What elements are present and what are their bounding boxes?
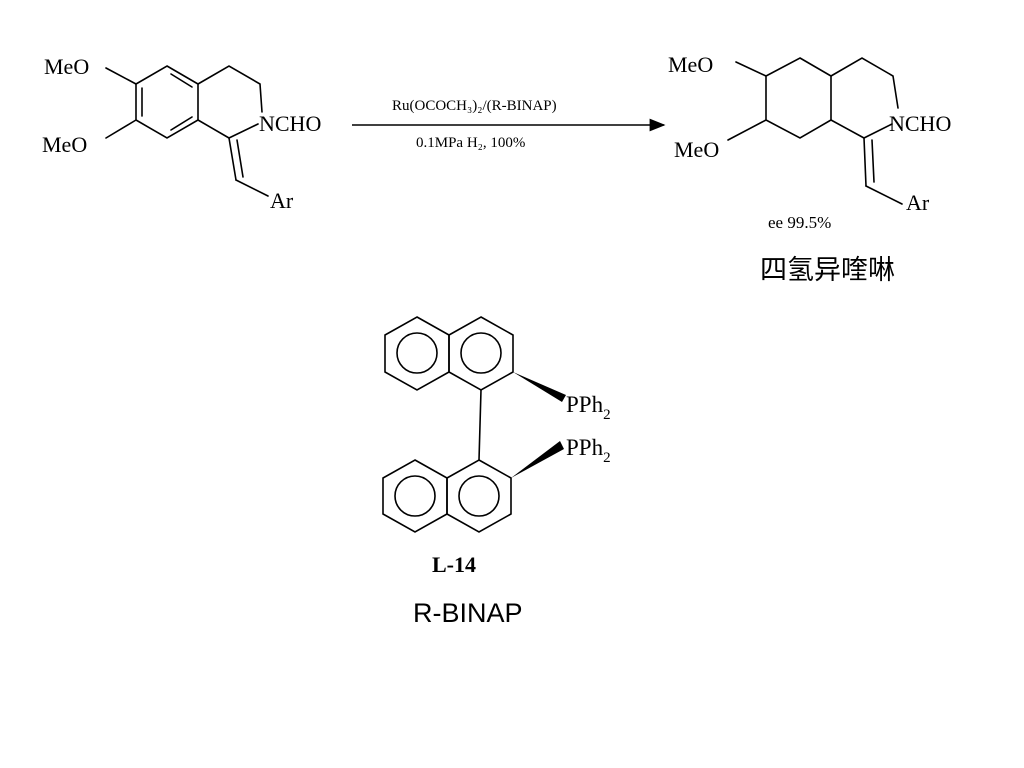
upper-naphthalene-left-ring [384,316,450,391]
product-structure [727,57,903,205]
upper-naphthalene-right-ring [448,316,514,391]
reactant-ome-top-label: MeO [44,54,89,79]
product-ome-top-label: MeO [668,52,713,77]
reactant-n-group-label: NCHO [259,111,321,136]
product-carbocycle [765,57,832,139]
product-ar-label: Ar [906,190,930,215]
reactant-ar-label: Ar [270,188,294,213]
reagent-label: Ru(OCOCH₃)₂/(R-BINAP) [392,98,557,114]
pph2-bottom-label: PPh2 [566,435,611,466]
binap-structure [382,316,566,533]
reactant-ome-bottom-label: MeO [42,132,87,157]
ligand-code-label: L-14 [432,552,476,577]
conditions-label: 0.1MPa H₂, 100% [416,135,525,151]
lower-naphthalene-left-ring [382,459,448,533]
product-name-chinese: 四氢异喹啉 [760,255,895,285]
ee-label: ee 99.5% [768,213,831,232]
product-ome-bottom-label: MeO [674,137,719,162]
product-n-group-label: NCHO [889,111,951,136]
reactant-aromatic-ring [135,65,199,139]
pph2-top-label: PPh2 [566,392,611,423]
ligand-name-label: R-BINAP [413,598,523,628]
reactant-structure [105,65,269,197]
lower-naphthalene-right-ring [446,459,512,533]
